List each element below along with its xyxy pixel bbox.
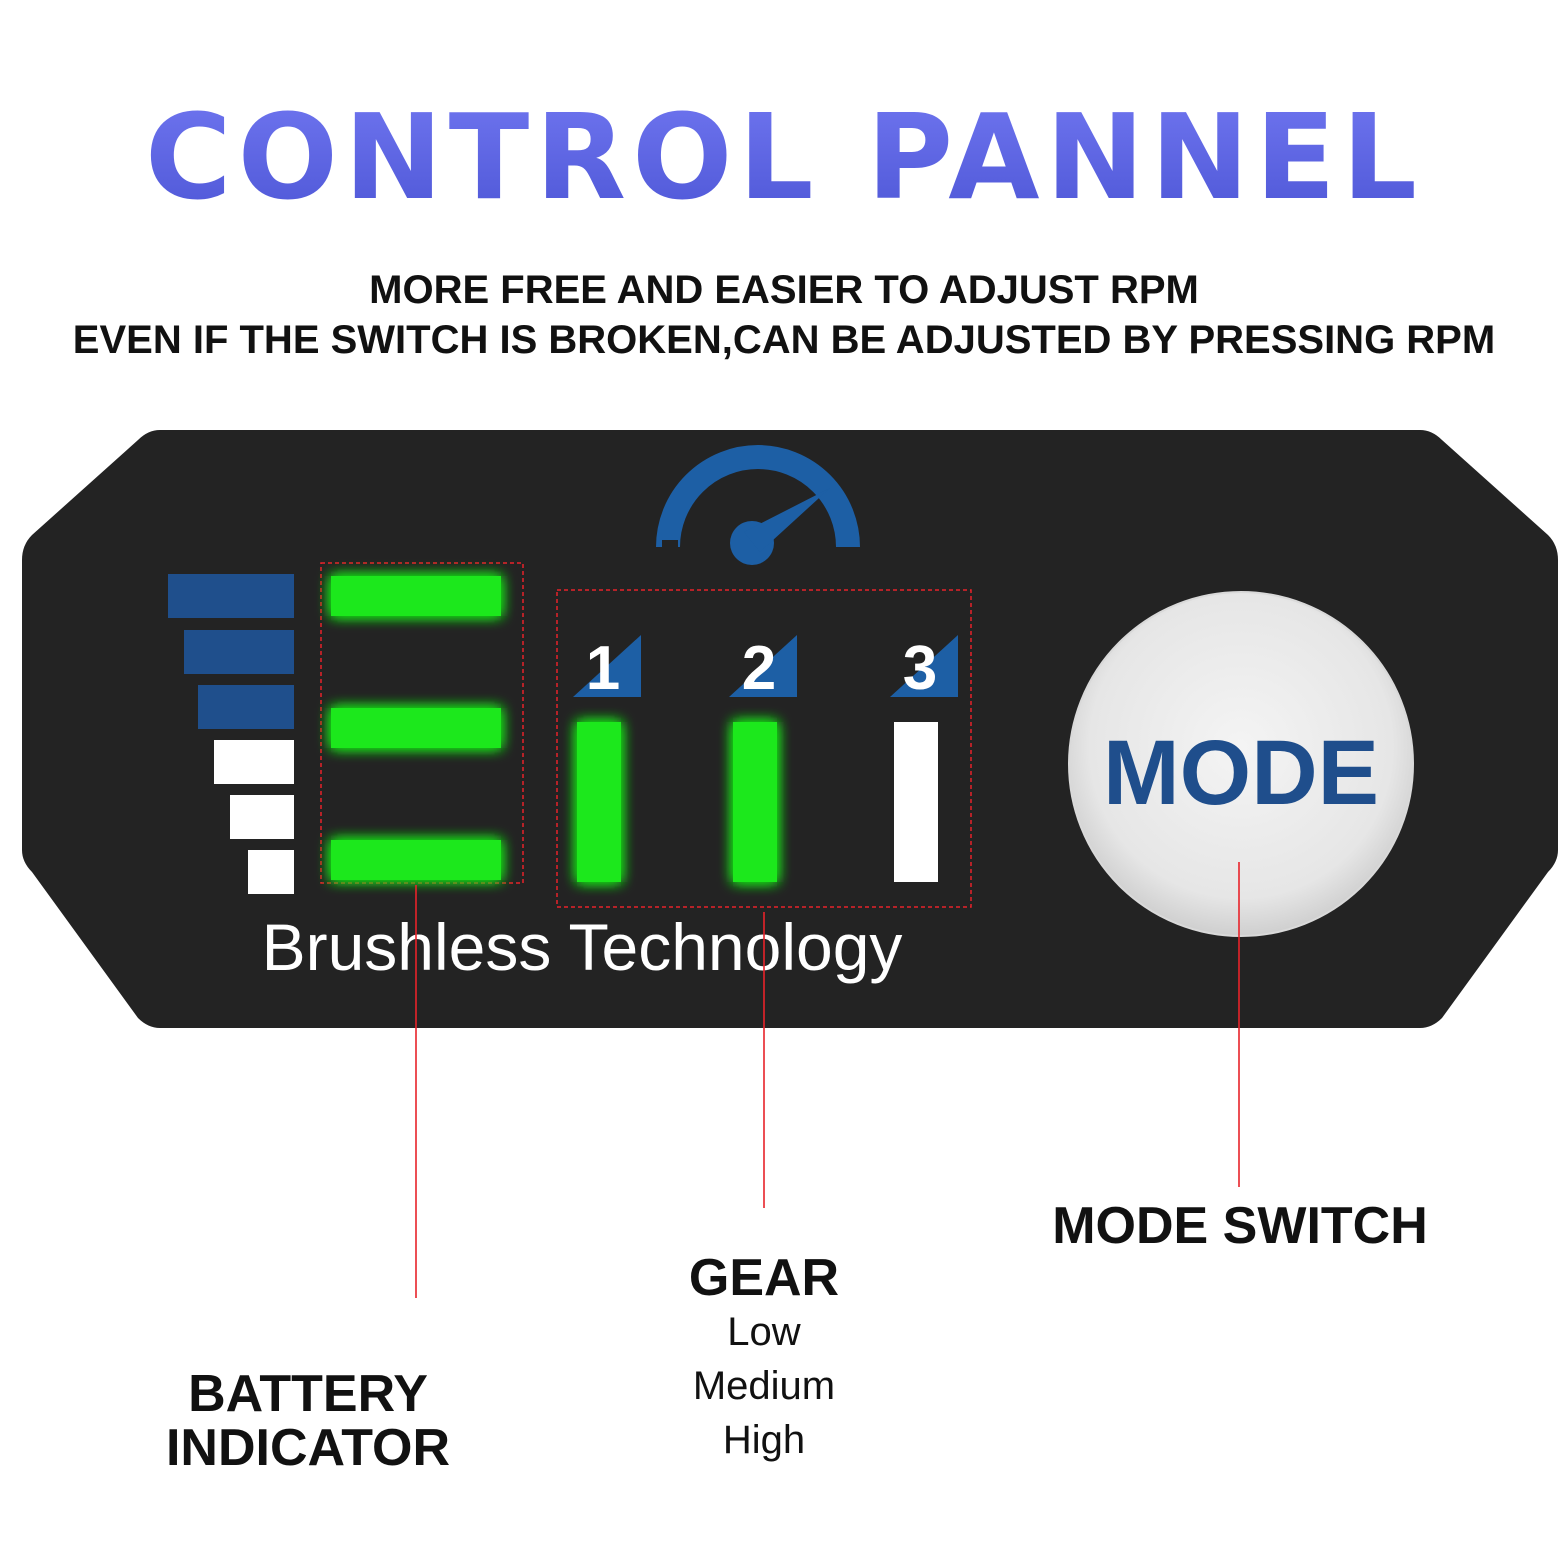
battery-label-line2: INDICATOR xyxy=(165,1419,451,1477)
gear-number: 3 xyxy=(903,634,937,703)
battery-led-bar xyxy=(331,708,501,748)
battery-led-bar xyxy=(331,840,501,880)
gear-level-low: Low xyxy=(727,1310,801,1354)
gear-level-medium: Medium xyxy=(692,1364,836,1408)
battery-led-bar xyxy=(331,576,501,616)
gear-led-bar xyxy=(894,722,938,882)
mode-button[interactable]: MODE xyxy=(1068,591,1414,937)
subtitle-line-2: EVEN IF THE SWITCH IS BROKEN,CAN BE ADJU… xyxy=(72,318,1496,362)
panel-brand-text: Brushless Technology xyxy=(262,910,903,984)
gear-indicators: 1 2 3 xyxy=(573,634,958,882)
battery-callout-box xyxy=(320,562,524,884)
page-title: CONTROL PANNEL xyxy=(0,88,1568,226)
battery-indicator-bars xyxy=(331,576,501,880)
speedometer-icon xyxy=(656,445,860,565)
mode-button-label: MODE xyxy=(1103,722,1379,824)
subtitle-line-1: MORE FREE AND EASIER TO ADJUST RPM xyxy=(369,268,1199,312)
gear-callout-box xyxy=(556,589,972,908)
battery-steps-graphic xyxy=(168,574,294,894)
gear-level-high: High xyxy=(722,1418,806,1462)
gear-label: GEAR xyxy=(688,1249,840,1307)
gear-led-bar xyxy=(733,722,777,882)
gear-triangle-icon xyxy=(890,635,958,697)
gear-number: 2 xyxy=(742,634,776,703)
gear-triangle-icon xyxy=(729,635,797,697)
mode-switch-label: MODE SWITCH xyxy=(1052,1197,1428,1255)
gear-led-bar xyxy=(577,722,621,882)
gear-triangle-icon xyxy=(573,635,641,697)
gear-number: 1 xyxy=(586,634,620,703)
battery-label-line1: BATTERY xyxy=(188,1365,428,1423)
